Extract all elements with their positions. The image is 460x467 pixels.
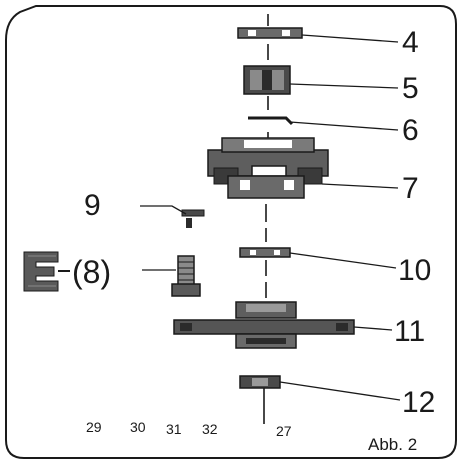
part-8-bolt <box>171 255 201 297</box>
callout-4: 4 <box>402 26 419 59</box>
callout-9: 9 <box>84 189 101 222</box>
part-12-nut <box>239 375 281 389</box>
part-7-housing <box>207 137 329 199</box>
part-4-washer <box>237 27 303 39</box>
page-ref-32: 32 <box>202 421 218 437</box>
callout-11: 11 <box>394 315 425 348</box>
figure-frame <box>5 5 457 459</box>
section-letter-e-graphic: E <box>23 251 70 292</box>
callout-5: 5 <box>402 72 419 105</box>
part-10-washer <box>239 247 291 258</box>
callout-12: 12 <box>402 386 435 419</box>
page-ref-29: 29 <box>86 419 102 435</box>
part-5-knob <box>243 65 291 95</box>
page-ref-27: 27 <box>276 423 292 439</box>
callout-6: 6 <box>402 114 419 147</box>
part-9-lever <box>181 209 205 228</box>
page-ref-31: 31 <box>166 421 182 437</box>
part-11-base <box>173 301 355 349</box>
callout-8: (8) <box>72 254 111 290</box>
page-ref-30: 30 <box>130 419 146 435</box>
callout-7: 7 <box>402 172 419 205</box>
leader-lines <box>140 34 401 401</box>
part-6-spring <box>248 116 294 126</box>
figure-caption: Abb. 2 <box>368 435 417 454</box>
center-axis <box>263 14 269 424</box>
callout-10: 10 <box>398 254 431 287</box>
